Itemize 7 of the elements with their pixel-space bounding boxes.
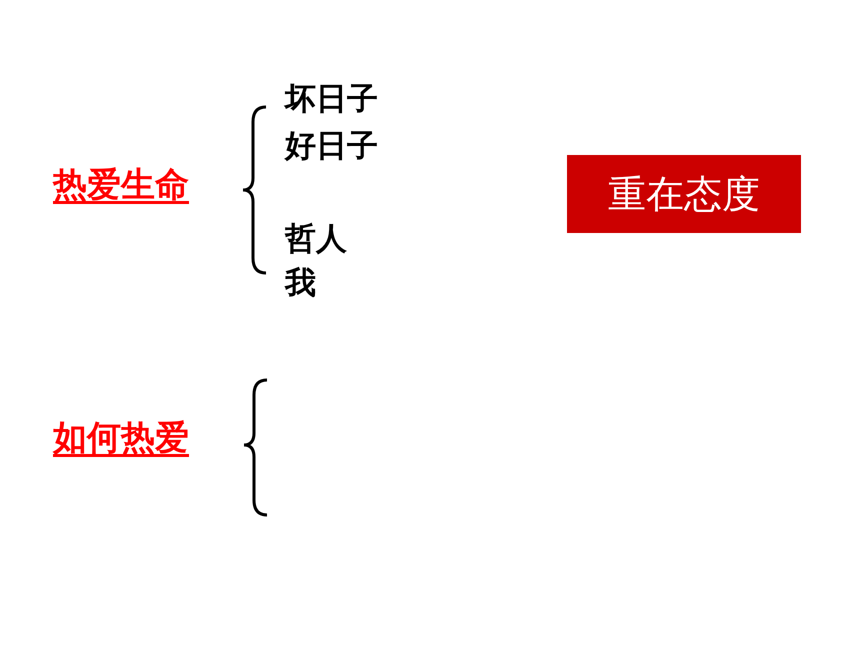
heading-text: 如何热爱: [53, 421, 189, 455]
list-item-text: 我: [285, 268, 316, 299]
list-item-text: 好日子: [285, 131, 378, 162]
list-item-text: 坏日子: [285, 84, 378, 115]
list-item-text: 哲人: [285, 224, 347, 255]
heading-text: 热爱生命: [53, 168, 189, 202]
highlight-box: 重在态度: [567, 155, 801, 233]
